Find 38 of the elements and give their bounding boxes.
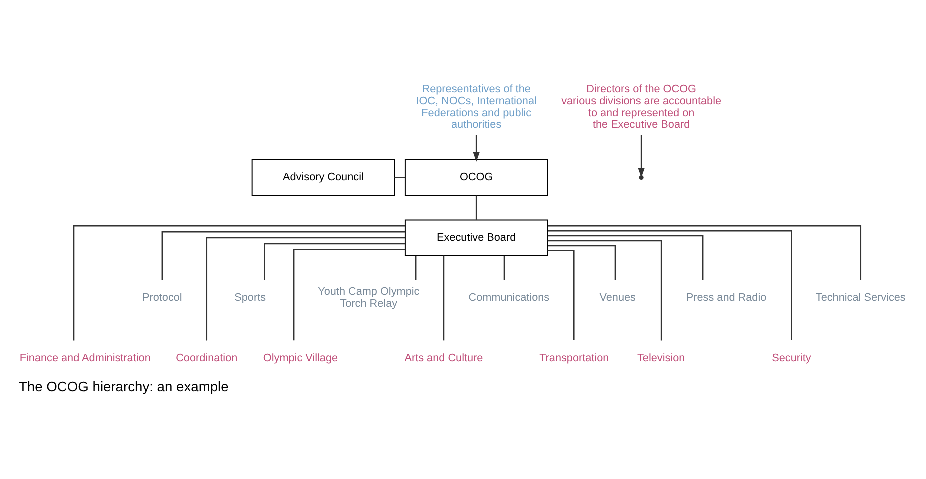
node-text: Technical Services — [816, 292, 906, 304]
node-box: Advisory Council — [252, 159, 396, 196]
node-box: OCOG — [404, 159, 548, 196]
connector — [548, 250, 575, 340]
connector — [548, 240, 662, 341]
connector — [548, 245, 616, 280]
connector — [293, 249, 406, 341]
node-text: Directors of the OCOG various divisions are accountable to and represented on the Executive Board — [562, 84, 722, 132]
connector — [504, 256, 506, 280]
arrow — [473, 135, 480, 162]
node-text: Sports — [234, 292, 266, 304]
node-text: Youth Camp Olympic Torch Relay — [318, 286, 420, 310]
node-text: Arts and Culture — [404, 352, 484, 364]
connector — [73, 226, 406, 341]
connector — [548, 235, 704, 280]
connector — [264, 243, 406, 280]
connector — [394, 177, 406, 178]
diagram-title: The OCOG hierarchy: an example — [18, 378, 229, 394]
connector — [415, 256, 417, 280]
connector — [548, 230, 792, 341]
node-text: Transportation — [540, 352, 610, 364]
connector — [162, 231, 406, 280]
node-box: Executive Board — [404, 220, 548, 256]
node-text: Press and Radio — [686, 292, 767, 304]
node-text: Protocol — [142, 292, 182, 304]
connector — [443, 256, 445, 341]
connector — [548, 226, 862, 280]
node-text: Finance and Administration — [20, 352, 151, 364]
node-text: Representatives of the IOC, NOCs, International Federations and public authorities — [416, 84, 537, 132]
connector — [476, 196, 478, 220]
node-text: Television — [637, 352, 686, 364]
connector — [206, 237, 406, 341]
node-text: Communications — [468, 292, 550, 304]
arrow — [638, 135, 645, 178]
node-text: Olympic Village — [263, 352, 338, 364]
node-text: Venues — [600, 292, 636, 304]
node-text: Security — [772, 352, 812, 364]
node-text: Coordination — [176, 352, 238, 364]
